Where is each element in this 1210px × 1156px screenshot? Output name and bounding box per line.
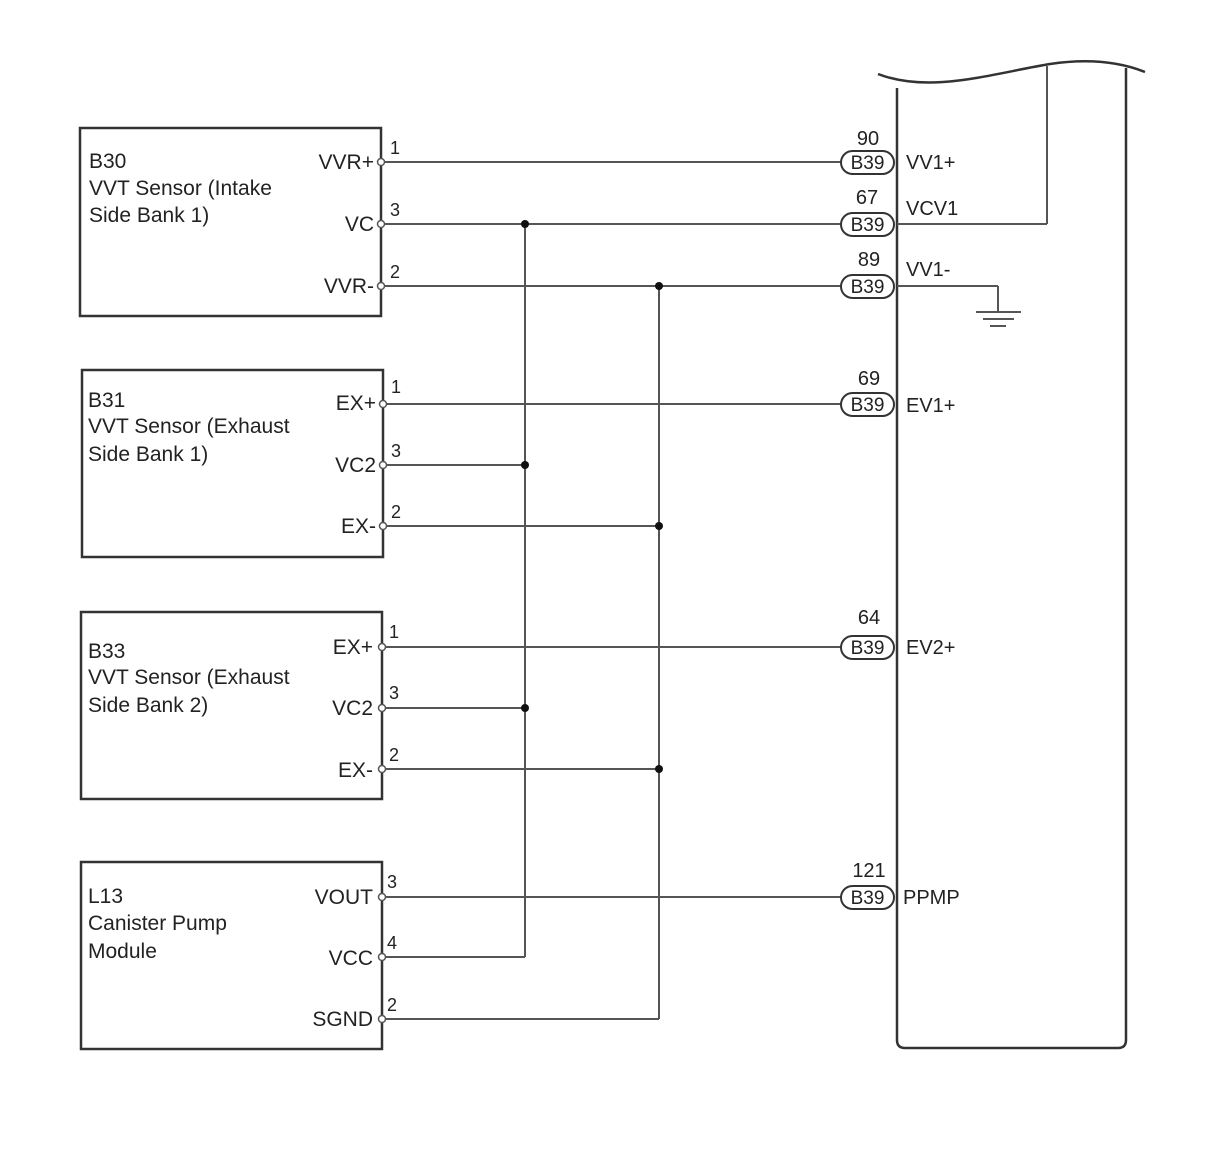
- pin-ring: [377, 952, 387, 962]
- junction-dot: [655, 282, 663, 290]
- ecm-terminal-ev1-plus: B39 69 EV1+: [840, 368, 955, 417]
- component-desc: Canister Pump: [88, 912, 227, 935]
- ecm-terminal-name: VV1+: [906, 152, 955, 174]
- pin-label: VC: [345, 213, 374, 236]
- ecm-pin-number: 121: [852, 860, 885, 882]
- junction-dot: [655, 522, 663, 530]
- pin-ring: [378, 460, 388, 470]
- pin-number: 2: [389, 745, 399, 765]
- pin-number: 4: [387, 933, 397, 953]
- pin-number: 3: [387, 872, 397, 892]
- pin-ring: [377, 642, 387, 652]
- connector-label: B39: [851, 888, 885, 909]
- component-b31-box: [80, 368, 385, 559]
- pin-number: 1: [389, 622, 399, 642]
- pin-number: 1: [390, 138, 400, 158]
- junction-dot: [655, 765, 663, 773]
- ecm-terminal-name: EV1+: [906, 395, 955, 417]
- pin-ring: [376, 219, 386, 229]
- pin-label: EX-: [338, 759, 373, 782]
- ecm-terminal-vcv1: B39 67 VCV1: [840, 187, 958, 237]
- connector-label: B39: [851, 277, 885, 298]
- component-desc: VVT Sensor (Exhaust: [88, 666, 290, 689]
- pin-number: 2: [391, 502, 401, 522]
- pin-label: EX-: [341, 515, 376, 538]
- ecm-pin-number: 90: [857, 128, 879, 150]
- ecm-pin-number: 64: [858, 607, 880, 629]
- pin-label: SGND: [312, 1008, 373, 1031]
- ecm-terminal-name: EV2+: [906, 637, 955, 659]
- ground-icon: [897, 285, 1021, 327]
- pin-number: 3: [390, 200, 400, 220]
- ecm-terminal-ev2-plus: B39 64 EV2+: [840, 607, 955, 660]
- pin-label: EX+: [333, 636, 373, 659]
- component-b33-box: [79, 610, 384, 801]
- junction-dot: [521, 220, 529, 228]
- connector-label: B39: [851, 638, 885, 659]
- component-id: L13: [88, 885, 123, 908]
- component-desc: Side Bank 1): [88, 443, 208, 466]
- component-desc: Side Bank 2): [88, 694, 208, 717]
- pin-label: VCC: [329, 947, 373, 970]
- ecm-outline: [877, 59, 1146, 1050]
- pin-ring: [378, 399, 388, 409]
- pin-label: VOUT: [315, 886, 374, 909]
- component-id: B31: [88, 389, 125, 412]
- pin-ring: [376, 281, 386, 291]
- ecm-pin-number: 89: [858, 249, 880, 271]
- pin-ring: [377, 764, 387, 774]
- pin-label: VVR+: [319, 151, 374, 174]
- component-id: B33: [88, 640, 125, 663]
- component-id: B30: [89, 150, 126, 173]
- ecm-terminal-vv1-plus: B39 90 VV1+: [840, 128, 955, 175]
- pin-number: 2: [390, 262, 400, 282]
- connector-label: B39: [851, 395, 885, 416]
- ecm-pin-number: 69: [858, 368, 880, 390]
- ecm-terminal-name: VCV1: [906, 198, 958, 220]
- component-desc: VVT Sensor (Intake: [89, 177, 272, 200]
- ecm-terminal-name: PPMP: [903, 887, 960, 909]
- connector-label: B39: [851, 215, 885, 236]
- pin-label: EX+: [336, 392, 376, 415]
- pin-number: 3: [391, 441, 401, 461]
- junction-dot: [521, 704, 529, 712]
- component-desc: Module: [88, 940, 157, 963]
- pin-ring: [376, 157, 386, 167]
- ecm-pin-number: 67: [856, 187, 878, 209]
- pin-ring: [378, 521, 388, 531]
- pin-ring: [377, 1014, 387, 1024]
- pin-ring: [377, 703, 387, 713]
- connector-label: B39: [851, 153, 885, 174]
- ecm-terminal-ppmp: B39 121 PPMP: [840, 860, 960, 910]
- component-l13-box: [79, 860, 384, 1051]
- ecm-terminal-vv1-minus: B39 89 VV1-: [840, 249, 950, 299]
- component-desc: VVT Sensor (Exhaust: [88, 415, 290, 438]
- pin-label: VC2: [335, 454, 376, 477]
- pin-label: VC2: [332, 697, 373, 720]
- pin-ring: [377, 892, 387, 902]
- component-desc: Side Bank 1): [89, 204, 209, 227]
- ecm-terminal-name: VV1-: [906, 259, 950, 281]
- pin-number: 2: [387, 995, 397, 1015]
- pin-number: 3: [389, 683, 399, 703]
- junction-dot: [521, 461, 529, 469]
- pin-label: VVR-: [324, 275, 374, 298]
- pin-number: 1: [391, 377, 401, 397]
